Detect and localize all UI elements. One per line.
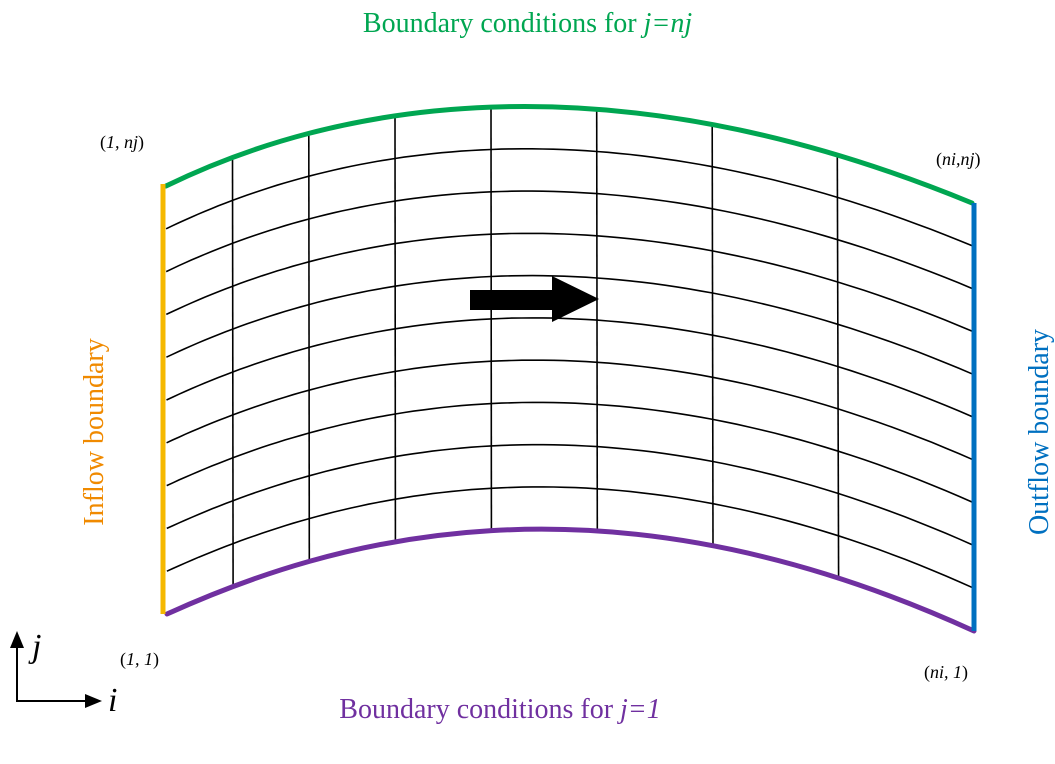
grid-line-i-2: [231, 157, 234, 587]
corner-label-top-left-text: 1, nj: [106, 132, 139, 152]
top-boundary-expression: j=nj: [643, 8, 693, 39]
axis-i-label: i: [108, 682, 118, 719]
corner-label-bottom-right-text: ni, 1: [930, 662, 963, 682]
top-boundary-title-prefix: Boundary conditions for: [362, 8, 644, 39]
bottom-boundary-title: Boundary conditions for j=1: [130, 696, 870, 724]
outflow-boundary-label: Outflow boundary: [1024, 328, 1055, 536]
grid-line-j-4: [165, 232, 973, 333]
grid-line-i-8: [836, 155, 840, 579]
flow-direction-arrow-icon: [470, 276, 599, 322]
grid-line-i-7: [711, 124, 714, 546]
corner-label-bottom-right: (ni, 1): [924, 662, 969, 682]
grid-line-j-3: [165, 190, 973, 290]
inflow-boundary-label: Inflow boundary: [79, 338, 110, 526]
up-arrow-icon: [10, 631, 24, 648]
grid-line-j-6: [166, 317, 974, 418]
corner-label-top-left: (1, nj): [100, 132, 145, 152]
grid-line-i-6: [595, 109, 599, 532]
bottom-boundary-expression: j=1: [620, 694, 661, 725]
bottom-boundary-line: [164, 526, 977, 634]
top-boundary-title: Boundary conditions for j=nj: [0, 10, 1055, 38]
corner-label-bottom-left: (1, 1): [120, 649, 159, 669]
corner-label-top-right: (ni,nj): [936, 149, 981, 169]
bottom-boundary-title-prefix: Boundary conditions for: [339, 694, 621, 725]
grid-line-i-3: [307, 133, 311, 562]
axis-indicator: [10, 631, 102, 708]
top-boundary-line: [163, 104, 975, 206]
right-arrow-icon: [85, 694, 102, 708]
corner-label-bottom-left-text: 1, 1: [126, 649, 153, 669]
grid-line-j-2: [165, 148, 973, 247]
grid-lines: [165, 107, 975, 589]
axis-j-label: j: [32, 628, 42, 665]
grid-line-j-10: [166, 486, 975, 589]
corner-label-top-right-text: ni,nj: [942, 149, 975, 169]
